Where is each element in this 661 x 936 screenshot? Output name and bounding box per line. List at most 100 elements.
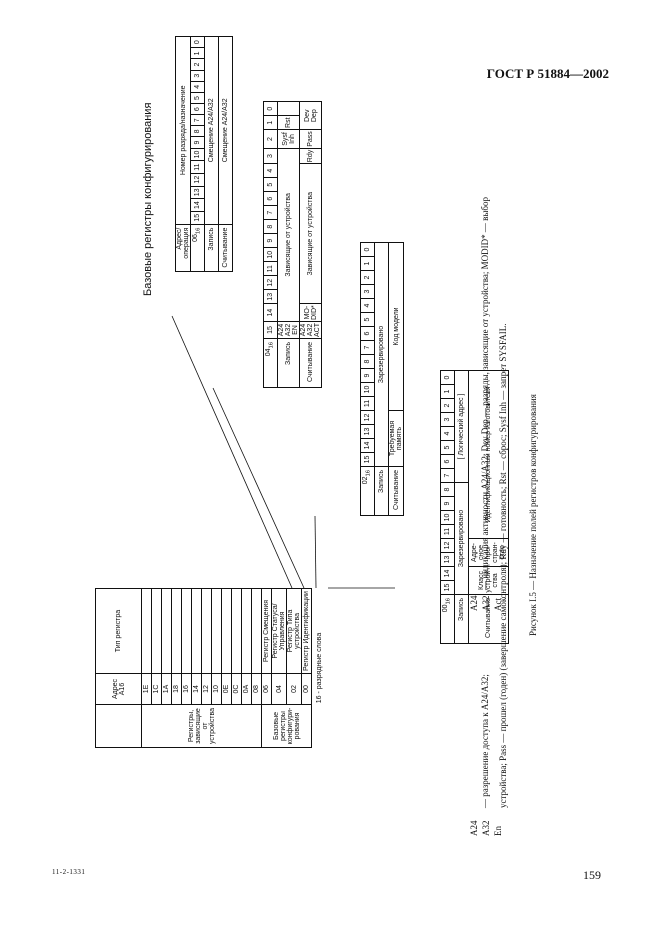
reg02-bit-10: 10 <box>360 382 375 397</box>
reg02-bit-0: 0 <box>360 242 375 257</box>
reg02-bit-4: 4 <box>360 298 375 313</box>
register-map-table: Адрес A16 Тип регистра Регистры, зависящ… <box>95 588 323 748</box>
reg02-bit-12: 12 <box>360 410 375 425</box>
reg04-bit-1: 1 <box>263 115 278 130</box>
register-type: Регистр Смещения <box>261 588 272 674</box>
register-type <box>161 588 172 674</box>
reg02-bit-14: 14 <box>360 438 375 453</box>
reg06-bit-7: 7 <box>190 114 205 126</box>
reg00-bit-15: 15 <box>440 580 455 595</box>
rotated-figure: Базовые регистры конфигурирования Адрес … <box>60 36 605 836</box>
reg06-address: 0616 <box>190 224 205 272</box>
reg04-bit-4: 4 <box>263 163 278 178</box>
reg02-bit-11: 11 <box>360 396 375 411</box>
reg00-bit-10: 10 <box>440 510 455 525</box>
reg04-read-dev: Зависящие от устройства <box>299 163 322 304</box>
register-type <box>211 588 222 674</box>
reg00-bit-2: 2 <box>440 398 455 413</box>
reg00-bit-11: 11 <box>440 524 455 539</box>
register-type: Регистр Статуса/Управления <box>271 588 287 674</box>
reg02-write-value: Зарезервировано <box>374 242 389 467</box>
reg04-bit-14: 14 <box>263 303 278 322</box>
reg06-bit-0: 0 <box>190 36 205 48</box>
standard-header: ГОСТ Р 51884—2002 <box>486 66 609 81</box>
reg06-bit-4: 4 <box>190 81 205 93</box>
reg02-read-model: Код модели <box>388 242 404 411</box>
reg06-read-label: Считывание <box>218 224 233 272</box>
reg04-write-label: Запись <box>277 338 300 388</box>
reg06-read-value: Смещение А24/А32 <box>218 36 233 225</box>
reg06-bit-15: 15 <box>190 211 205 225</box>
register-type <box>191 588 202 674</box>
reg04-write-dev: Зависящие от устройства <box>277 148 300 322</box>
register-address: 1A <box>161 673 172 705</box>
legend-line-1-mid: — индикация активности А24/А32; Dev Dep … <box>480 197 490 590</box>
reg04-bit-10: 10 <box>263 247 278 262</box>
type-header: Тип регистра <box>95 588 142 674</box>
register-type <box>241 588 252 674</box>
register-address: 1E <box>141 673 152 705</box>
reg02-bit-8: 8 <box>360 354 375 369</box>
reg06-bit-12: 12 <box>190 173 205 187</box>
reg02-read-label: Считывание <box>388 466 404 516</box>
reg00-bit-13: 13 <box>440 552 455 567</box>
register-type <box>151 588 162 674</box>
reg02-bit-1: 1 <box>360 256 375 271</box>
reg06-write-label: Запись <box>204 224 219 272</box>
reg00-bit-9: 9 <box>440 496 455 511</box>
reg00-bit-14: 14 <box>440 566 455 581</box>
register-address: 10 <box>211 673 222 705</box>
register-address: 06 <box>261 673 272 705</box>
reg00-bit-0: 0 <box>440 370 455 385</box>
reg00-bit-12: 12 <box>440 538 455 553</box>
reg02-bit-2: 2 <box>360 270 375 285</box>
reg04-bit-7: 7 <box>263 205 278 220</box>
reg04-bit-15: 15 <box>263 321 278 339</box>
register-address: 18 <box>171 673 182 705</box>
reg02-bit-5: 5 <box>360 312 375 327</box>
reg00-bit-5: 5 <box>440 440 455 455</box>
reg06-bit-3: 3 <box>190 70 205 82</box>
register-type <box>221 588 232 674</box>
reg04-bit-3: 3 <box>263 148 278 164</box>
reg06-bit-13: 13 <box>190 186 205 199</box>
device-registers-group: Регистры, зависящие от устройства <box>141 704 262 748</box>
reg04-bit-8: 8 <box>263 219 278 234</box>
register-06-table: Адрес/операция Номер разряда/назначение … <box>175 36 233 272</box>
reg00-bit-8: 8 <box>440 482 455 497</box>
reg02-bit-6: 6 <box>360 326 375 341</box>
reg04-read-devdep: Dev Dep <box>299 101 322 130</box>
address-header: Адрес A16 <box>95 673 142 705</box>
reg06-bit-6: 6 <box>190 103 205 115</box>
reg06-bit-2: 2 <box>190 58 205 71</box>
reg00-bit-4: 4 <box>440 426 455 441</box>
reg04-read-label: Считывание <box>299 338 322 388</box>
register-type <box>251 588 262 674</box>
reg02-bit-9: 9 <box>360 368 375 383</box>
reg04-bit-13: 13 <box>263 289 278 304</box>
register-type <box>141 588 152 674</box>
reg04-address: 0416 <box>263 338 278 388</box>
reg00-write-reserved: Зарезервировано <box>454 482 469 595</box>
reg00-bit-1: 1 <box>440 384 455 399</box>
reg04-bit-11: 11 <box>263 261 278 276</box>
reg00-bit-6: 6 <box>440 454 455 469</box>
register-type <box>201 588 212 674</box>
reg02-bit-15: 15 <box>360 452 375 467</box>
reg04-write-en: А24 А32 EN <box>277 321 300 339</box>
reg04-bit-12: 12 <box>263 275 278 290</box>
reg06-write-value: Смещение А24/А32 <box>204 36 219 225</box>
reg06-bit-14: 14 <box>190 198 205 212</box>
register-address: 16 <box>181 673 192 705</box>
register-type: Регистр Идентификации <box>301 588 312 674</box>
connector-lines <box>171 315 395 589</box>
reg06-bit-5: 5 <box>190 92 205 104</box>
addr-op-label: Адрес/операция <box>175 224 191 272</box>
reg04-read-modid: MO-DID* <box>299 303 322 322</box>
reg04-write-rst: Rst <box>277 115 300 130</box>
figure-caption: Рисунок I.5 — Назначение полей регистров… <box>528 394 538 636</box>
register-address: 1C <box>151 673 162 705</box>
register-type: Регистр Типа устройства <box>286 588 302 674</box>
